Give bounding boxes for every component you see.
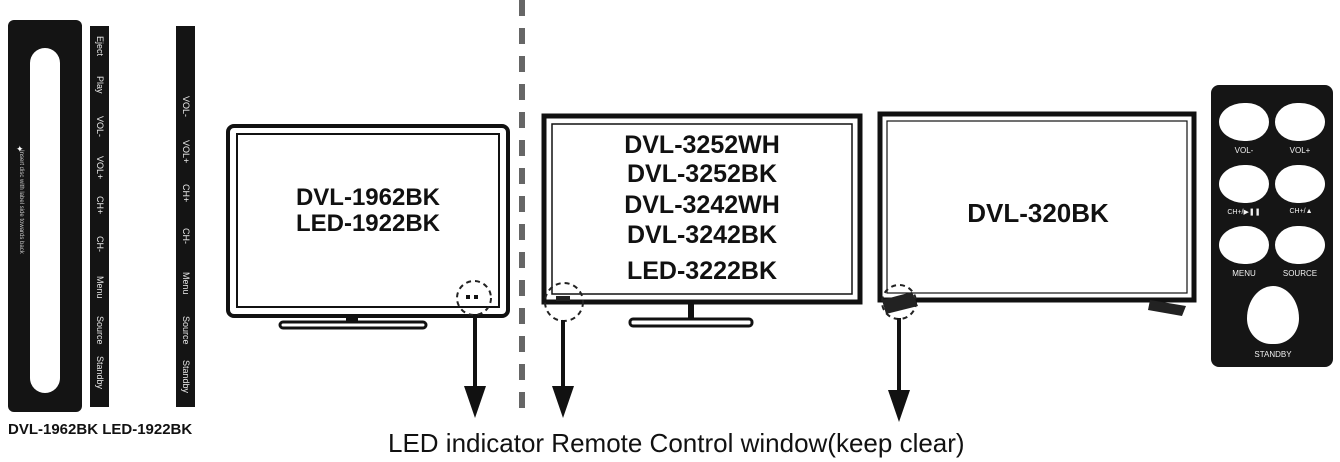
arrow-large-tv xyxy=(888,318,910,422)
tv-medium-model-4: DVL-3242BK xyxy=(626,221,778,249)
strip2-label-ch: CH+ xyxy=(181,184,191,203)
standby-button-shape xyxy=(1247,286,1299,344)
strip2-label-vol: VOL+ xyxy=(181,140,191,164)
source-label: SOURCE xyxy=(1282,269,1318,278)
source-button-shape xyxy=(1275,226,1325,264)
ch-up-label: CH+/▲ xyxy=(1289,208,1313,215)
arrow-medium-tv xyxy=(552,320,574,418)
ch-up-button-shape xyxy=(1275,165,1325,203)
slot-arrow-top-icon: ✦ xyxy=(16,144,24,154)
tv-medium-model-5: LED-3222BK xyxy=(626,257,778,285)
strip1-label-standby: Standby xyxy=(95,356,105,390)
button-strip-dvd xyxy=(90,26,109,407)
tv-button-keypad: VOL- VOL+ CH+/▶❚❚ CH+/▲ MENU SOURCE STAN… xyxy=(1211,85,1333,367)
tv-medium-model-3: DVL-3242WH xyxy=(624,191,780,219)
strip1-label-ch: CH- xyxy=(95,236,105,252)
standby-label: STANDBY xyxy=(1254,350,1292,359)
strip1-label-play: Play xyxy=(95,76,105,94)
strip1-label-eject: Eject xyxy=(95,36,105,57)
strip1-label-vol: VOL+ xyxy=(95,156,105,180)
tv-small-illustration xyxy=(226,124,510,330)
menu-button-shape xyxy=(1219,226,1269,264)
vol-plus-label: VOL+ xyxy=(1289,146,1311,155)
strip1-label-vol: VOL- xyxy=(95,116,105,138)
insert-disc-text: Insert disc with label side towards back xyxy=(18,150,24,254)
button-strip-led xyxy=(176,26,195,407)
menu-label: MENU xyxy=(1232,269,1256,278)
tv-large-illustration xyxy=(877,111,1197,320)
strip2-label-vol: VOL- xyxy=(181,96,191,118)
arrow-small-tv xyxy=(464,314,486,418)
strip2-label-standby: Standby xyxy=(181,360,191,394)
strip2-label-source: Source xyxy=(181,316,191,345)
vol-minus-label: VOL- xyxy=(1234,146,1254,155)
tv-medium-model-1: DVL-3252WH xyxy=(624,131,780,159)
tv-medium-illustration xyxy=(541,113,863,328)
tv-large-model-1: DVL-320BK xyxy=(967,198,1109,228)
strip2-label-ch: CH- xyxy=(181,228,191,244)
strip1-label-menu: Menu xyxy=(95,276,105,299)
ch-down-button-shape xyxy=(1219,165,1269,203)
tv-medium-model-2: DVL-3252BK xyxy=(626,160,778,188)
vol-plus-button-shape xyxy=(1275,103,1325,141)
strip1-label-source: Source xyxy=(95,316,105,345)
strip1-label-ch: CH+ xyxy=(95,196,105,215)
ch-down-label: CH+/▶❚❚ xyxy=(1227,209,1261,216)
disc-slot xyxy=(30,48,60,393)
tv-small-model-2: LED-1922BK xyxy=(295,210,441,237)
side-panel-caption: DVL-1962BK LED-1922BK xyxy=(8,421,193,438)
led-indicator-caption: LED indicator Remote Control window(keep… xyxy=(388,428,965,458)
strip2-label-menu: Menu xyxy=(181,272,191,295)
tv-small-model-1: DVL-1962BK xyxy=(295,184,441,211)
vol-minus-button-shape xyxy=(1219,103,1269,141)
side-panel-slot: ✦ Insert disc with label side towards ba… xyxy=(8,20,82,412)
